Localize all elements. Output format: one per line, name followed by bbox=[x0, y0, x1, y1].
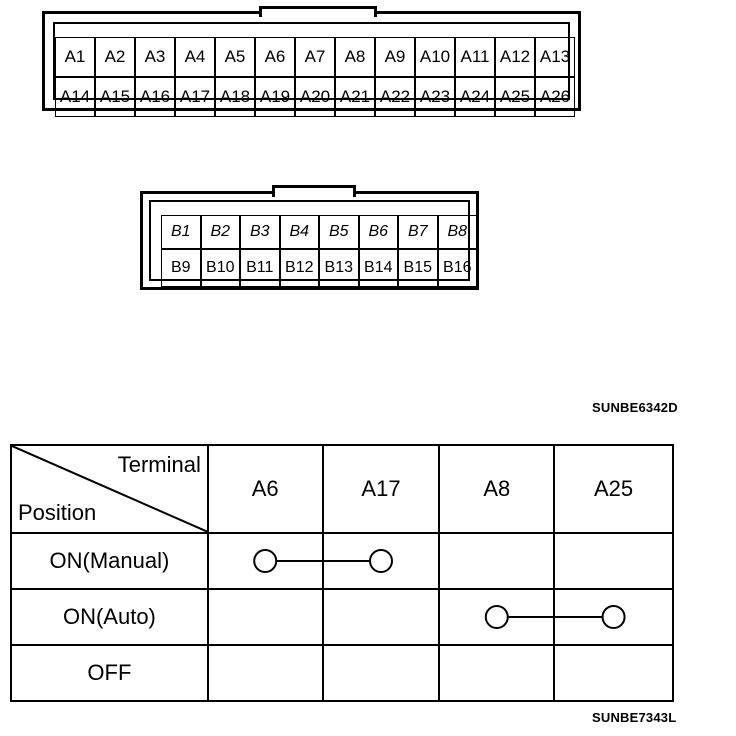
connector-pin: A12 bbox=[495, 37, 535, 77]
connector-pin: B12 bbox=[279, 249, 319, 287]
connector-pin: A19 bbox=[255, 77, 295, 117]
column-header: A6 bbox=[206, 444, 324, 534]
connector-pin: A8 bbox=[335, 37, 375, 77]
connector-pin: B3 bbox=[240, 215, 280, 249]
diagram-code-bottom: SUNBE7343L bbox=[592, 710, 677, 725]
connector-pin: A22 bbox=[375, 77, 415, 117]
corner-diagonal bbox=[12, 446, 208, 532]
connector-pin: B6 bbox=[358, 215, 398, 249]
connector-pin: A9 bbox=[375, 37, 415, 77]
connector-pin: A16 bbox=[135, 77, 175, 117]
continuity-table: Terminal Position A6 A17 A8 A25 ON(Manua… bbox=[10, 444, 674, 702]
connector-pin: A14 bbox=[55, 77, 95, 117]
position-label: Position bbox=[18, 500, 97, 525]
table-cell bbox=[206, 588, 324, 646]
table-cell bbox=[553, 644, 674, 702]
connector-pin: A23 bbox=[415, 77, 455, 117]
connector-b-latch bbox=[272, 185, 356, 197]
connector-pin: A5 bbox=[215, 37, 255, 77]
connector-pin: A7 bbox=[295, 37, 335, 77]
table-corner-cell: Terminal Position bbox=[10, 444, 209, 534]
connector-pin: B10 bbox=[200, 249, 240, 287]
connector-pin: A4 bbox=[175, 37, 215, 77]
connector-pin: A1 bbox=[55, 37, 95, 77]
connector-pin: A6 bbox=[255, 37, 295, 77]
connector-pin: B8 bbox=[437, 215, 477, 249]
diagram-code-top: SUNBE6342D bbox=[592, 400, 678, 415]
table-cell bbox=[321, 532, 441, 590]
table-cell bbox=[438, 644, 556, 702]
row-header: ON(Auto) bbox=[10, 588, 209, 646]
terminal-label: Terminal bbox=[117, 452, 201, 477]
connector-pin: A24 bbox=[455, 77, 495, 117]
connector-pin: B11 bbox=[240, 249, 280, 287]
connector-pin: B16 bbox=[437, 249, 477, 287]
connector-pin: A10 bbox=[415, 37, 455, 77]
row-header: OFF bbox=[10, 644, 209, 702]
connector-pin: A17 bbox=[175, 77, 215, 117]
column-header: A17 bbox=[321, 444, 441, 534]
connector-pin: A13 bbox=[535, 37, 575, 77]
connector-pin: B7 bbox=[398, 215, 438, 249]
connector-pin: A3 bbox=[135, 37, 175, 77]
row-header: ON(Manual) bbox=[10, 532, 209, 590]
table-cell bbox=[206, 532, 324, 590]
connector-a-latch bbox=[259, 6, 377, 17]
connector-pin: B14 bbox=[358, 249, 398, 287]
connector-pin: A25 bbox=[495, 77, 535, 117]
connector-pin: A26 bbox=[535, 77, 575, 117]
table-cell bbox=[321, 588, 441, 646]
connector-pin: B13 bbox=[319, 249, 359, 287]
table-cell bbox=[553, 532, 674, 590]
connector-pin: B1 bbox=[161, 215, 201, 249]
connector-pin: A18 bbox=[215, 77, 255, 117]
table-cell bbox=[553, 588, 674, 646]
connector-pin: B5 bbox=[319, 215, 359, 249]
connector-pin: B2 bbox=[200, 215, 240, 249]
connector-pin: A11 bbox=[455, 37, 495, 77]
connector-pin: A2 bbox=[95, 37, 135, 77]
connector-pin: B4 bbox=[279, 215, 319, 249]
connector-pin: A21 bbox=[335, 77, 375, 117]
connector-pin: B15 bbox=[398, 249, 438, 287]
column-header: A8 bbox=[438, 444, 556, 534]
column-header: A25 bbox=[553, 444, 674, 534]
table-cell bbox=[438, 532, 556, 590]
table-cell bbox=[321, 644, 441, 702]
table-cell bbox=[206, 644, 324, 702]
connector-pin: A20 bbox=[295, 77, 335, 117]
connector-pin: A15 bbox=[95, 77, 135, 117]
connector-pin: B9 bbox=[161, 249, 201, 287]
table-cell bbox=[438, 588, 556, 646]
